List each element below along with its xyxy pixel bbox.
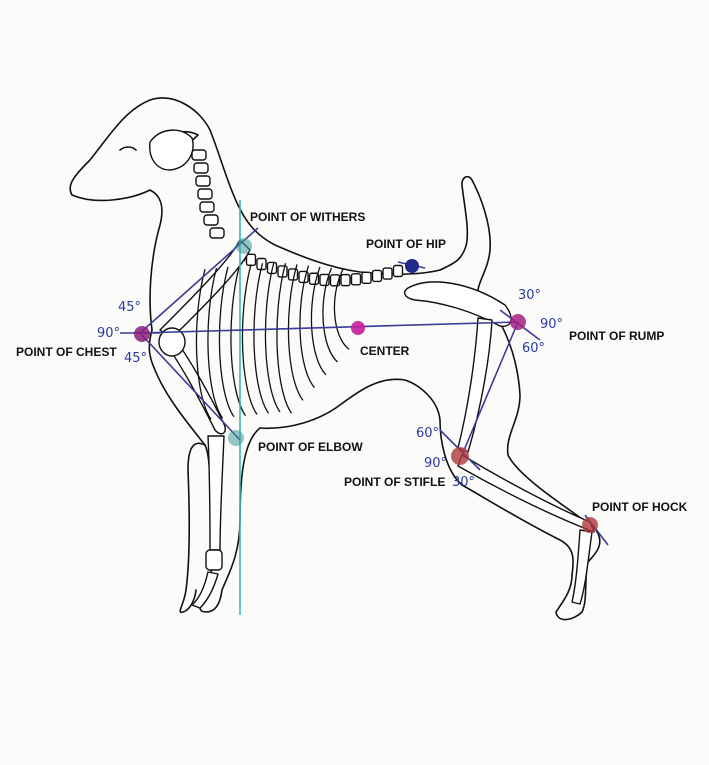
rib [264, 261, 281, 413]
rib [195, 269, 212, 420]
label-center: CENTER [360, 344, 410, 358]
carpus [205, 549, 223, 571]
vertebra [308, 272, 320, 285]
angle-stifle-top: 60° [416, 426, 439, 441]
rump-to-stifle-line [461, 321, 519, 456]
vertebra [245, 253, 257, 267]
angle-chest-top: 45° [118, 300, 141, 315]
center-marker [351, 321, 365, 335]
label-point-of-elbow: POINT OF ELBOW [258, 440, 363, 454]
rib [241, 264, 258, 415]
rib [299, 265, 315, 389]
angle-annotations: 45° 90° 45° 30° 90° 60° 60° 90° 30° [97, 288, 563, 490]
rib [310, 266, 327, 376]
angle-chest-bottom: 45° [124, 351, 147, 366]
metatarsus [571, 529, 593, 605]
vertebra [340, 273, 351, 287]
front-paw-bones [191, 571, 219, 609]
rib [322, 267, 338, 363]
chest-to-elbow-line [139, 332, 241, 441]
point-of-hip-marker [405, 259, 419, 273]
point-of-stifle-marker [451, 447, 469, 465]
rib [218, 266, 235, 418]
vertebra [392, 264, 404, 278]
chest-to-rump-line [139, 321, 519, 334]
point-of-elbow-marker [228, 430, 244, 446]
humerus [159, 331, 226, 435]
skeleton [149, 129, 595, 609]
point-of-chest-marker [134, 326, 150, 342]
point-of-rump-marker [510, 314, 526, 330]
rib [333, 268, 350, 350]
angle-rump-top: 30° [518, 288, 541, 303]
skull [149, 129, 194, 171]
label-point-of-withers: POINT OF WITHERS [250, 210, 365, 224]
vertebra [361, 271, 372, 285]
construction-lines [120, 200, 609, 615]
tibia [457, 454, 595, 533]
rib [253, 263, 270, 414]
anatomy-points [134, 238, 598, 533]
angle-chest-left: 90° [97, 326, 120, 341]
angle-rump-right: 90° [540, 317, 563, 332]
rib [287, 264, 304, 401]
vertebra [350, 273, 362, 286]
label-point-of-hock: POINT OF HOCK [592, 500, 688, 514]
point-of-hock-marker [582, 517, 598, 533]
radius-ulna [207, 435, 225, 551]
rib [276, 263, 293, 414]
point-of-withers-marker [236, 238, 252, 254]
shoulder-joint [158, 327, 186, 357]
rib [230, 265, 247, 416]
vertebra [371, 269, 383, 283]
pelvis [403, 281, 512, 327]
label-point-of-stifle: POINT OF STIFLE [344, 475, 445, 489]
angle-stifle-left: 90° [424, 456, 447, 471]
point-labels: POINT OF WITHERS POINT OF HIP POINT OF C… [16, 210, 688, 514]
rib [207, 267, 224, 419]
scapula [159, 239, 251, 335]
femur [457, 317, 493, 453]
label-point-of-rump: POINT OF RUMP [569, 329, 664, 343]
neck-vertebrae [191, 149, 225, 239]
angle-stifle-bottom: 30° [452, 475, 475, 490]
vertebra [382, 267, 393, 280]
label-point-of-chest: POINT OF CHEST [16, 345, 117, 359]
angle-rump-bottom: 60° [522, 341, 545, 356]
label-point-of-hip: POINT OF HIP [366, 237, 446, 251]
ribcage [195, 261, 350, 420]
